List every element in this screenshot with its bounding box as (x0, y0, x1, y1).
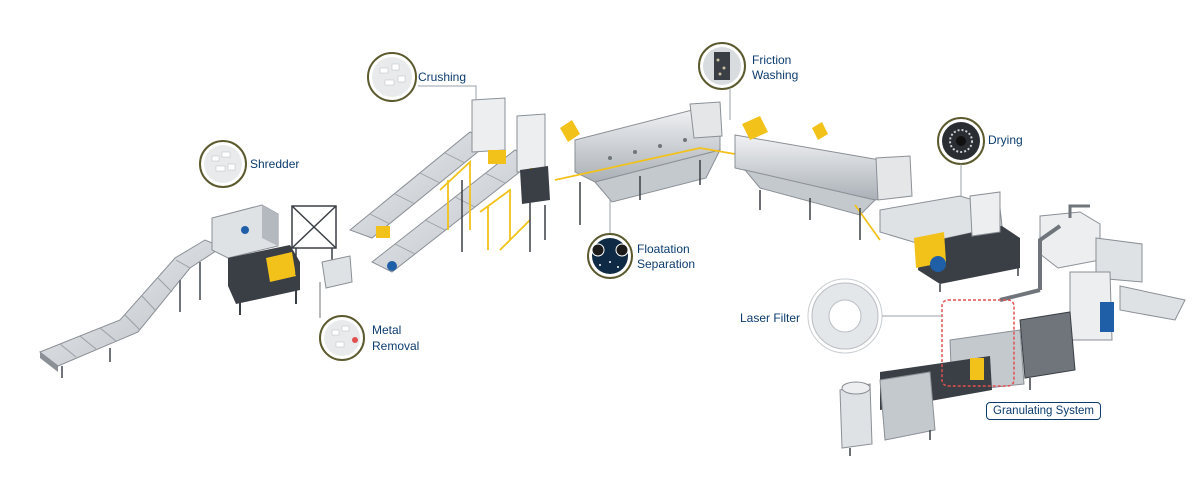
laser-filter-highlight (941, 299, 1015, 387)
metal-removal-callout (319, 315, 365, 361)
shredder-callout (199, 140, 247, 188)
floatation-tank (554, 101, 771, 225)
crushers (439, 97, 550, 252)
granulating-system-label: Granulating System (986, 402, 1101, 420)
crushing-conveyors (349, 131, 536, 273)
shredder-conveyor (39, 239, 224, 378)
floatation-callout (587, 200, 633, 279)
friction-washing-label: Friction Washing (752, 53, 798, 82)
drying-callout (937, 117, 985, 196)
metal-removal-tower (291, 205, 353, 318)
friction-washing-callout (698, 42, 746, 120)
drying-label: Drying (988, 133, 1023, 147)
granulating-machines (839, 204, 1186, 456)
crushing-label: Crushing (418, 70, 466, 84)
floatation-label: Floatation Separation (637, 242, 695, 271)
laser-filter-callout (807, 278, 942, 354)
laser-filter-label: Laser Filter (740, 311, 800, 325)
shredder-label: Shredder (250, 157, 299, 171)
shredder-machine (211, 204, 300, 315)
crushing-callout (367, 52, 477, 102)
washing-tank (734, 116, 913, 241)
metal-removal-label: Metal Removal (372, 323, 419, 353)
drying-machines (879, 191, 1020, 292)
